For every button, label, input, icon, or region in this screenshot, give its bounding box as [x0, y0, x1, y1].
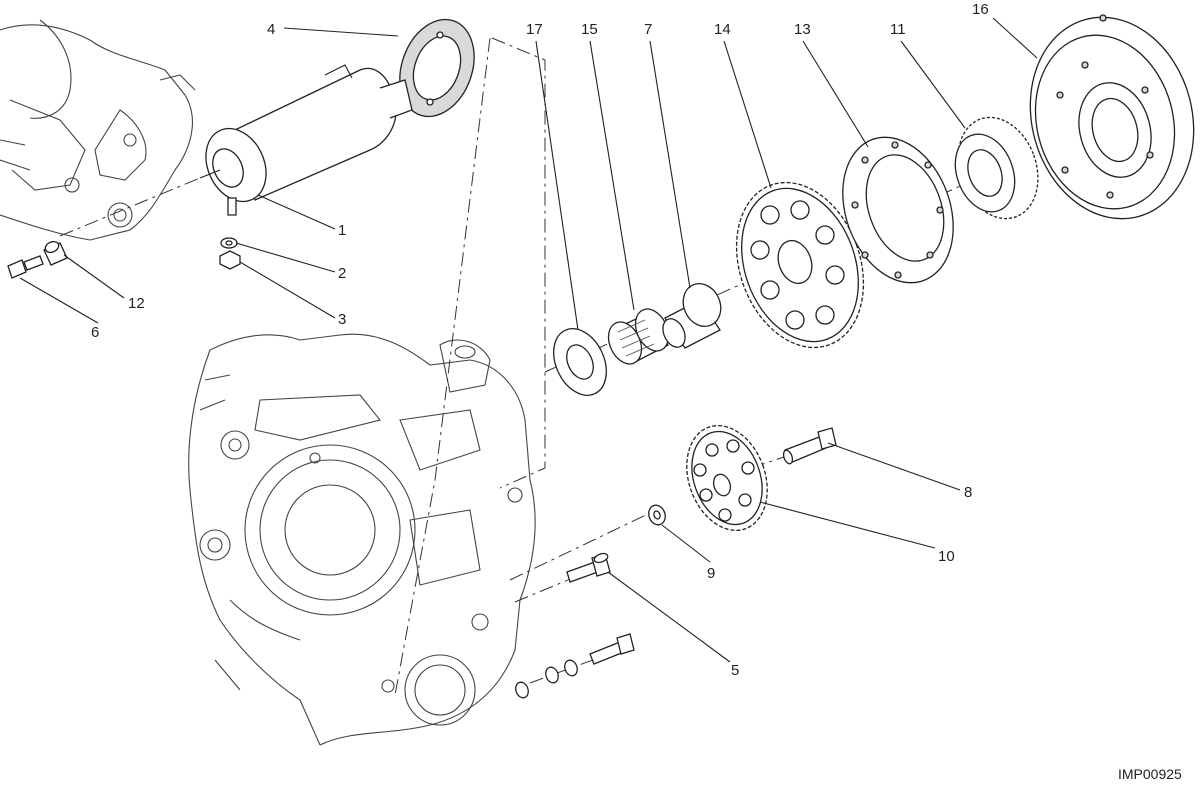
leader-6 [19, 277, 99, 324]
callout-6: 6 [91, 324, 99, 341]
part-6-screw [7, 255, 44, 279]
leader-10 [759, 501, 936, 549]
part-13-flange-ring [842, 136, 954, 284]
callout-1: 1 [338, 222, 346, 239]
callout-5: 5 [731, 662, 739, 679]
reference-code: IMP00925 [1118, 766, 1182, 782]
callout-4: 4 [267, 21, 275, 38]
part-4-gasket-plate [399, 18, 475, 118]
engine-case-upper-left [0, 19, 196, 241]
part-14-large-gear [735, 181, 865, 349]
part-2-washer [220, 237, 238, 249]
callout-16: 16 [972, 1, 989, 18]
leader-3 [239, 261, 336, 319]
leader-7 [649, 40, 691, 289]
callout-17: 17 [526, 21, 543, 38]
part-12-spacer [43, 240, 68, 266]
leader-2 [235, 242, 336, 273]
callout-labels: 4 1 2 3 12 6 17 15 7 14 13 11 16 8 10 9 … [91, 1, 989, 679]
callout-2: 2 [338, 265, 346, 282]
part-15-needle-bearing [607, 308, 670, 365]
engine-case-lower [188, 333, 536, 746]
callout-7: 7 [644, 21, 652, 38]
part-17-thrust-washer [553, 328, 607, 396]
callout-10: 10 [938, 548, 955, 565]
part-8-pin-shaft [782, 427, 837, 465]
leader-12 [63, 254, 125, 299]
leader-1 [257, 194, 336, 230]
bolt-and-washers-lower [515, 633, 635, 699]
callout-8: 8 [964, 484, 972, 501]
leader-11 [900, 40, 966, 129]
leader-13 [802, 40, 869, 148]
leader-8 [827, 442, 961, 491]
callout-14: 14 [714, 21, 731, 38]
part-10-small-gear [686, 424, 768, 532]
leader-5 [607, 571, 731, 663]
part-16-flywheel-housing [1029, 14, 1195, 220]
leader-4 [283, 27, 399, 37]
part-3-nut [219, 250, 241, 270]
callout-12: 12 [128, 295, 145, 312]
callout-11: 11 [890, 21, 906, 38]
leader-9 [661, 524, 711, 563]
part-5-bolt [566, 552, 611, 583]
part-9-small-washer [648, 504, 666, 526]
leader-14 [723, 40, 772, 189]
leader-17 [535, 40, 579, 331]
leader-15 [589, 40, 635, 311]
part-11-one-way-clutch [954, 116, 1039, 220]
callout-9: 9 [707, 565, 715, 582]
callout-13: 13 [794, 21, 811, 38]
callout-15: 15 [581, 21, 598, 38]
part-1-starter-motor [199, 64, 413, 216]
leader-16 [992, 17, 1038, 59]
part-7-bushing [662, 283, 722, 349]
leader-lines [19, 17, 1038, 663]
callout-3: 3 [338, 311, 346, 328]
